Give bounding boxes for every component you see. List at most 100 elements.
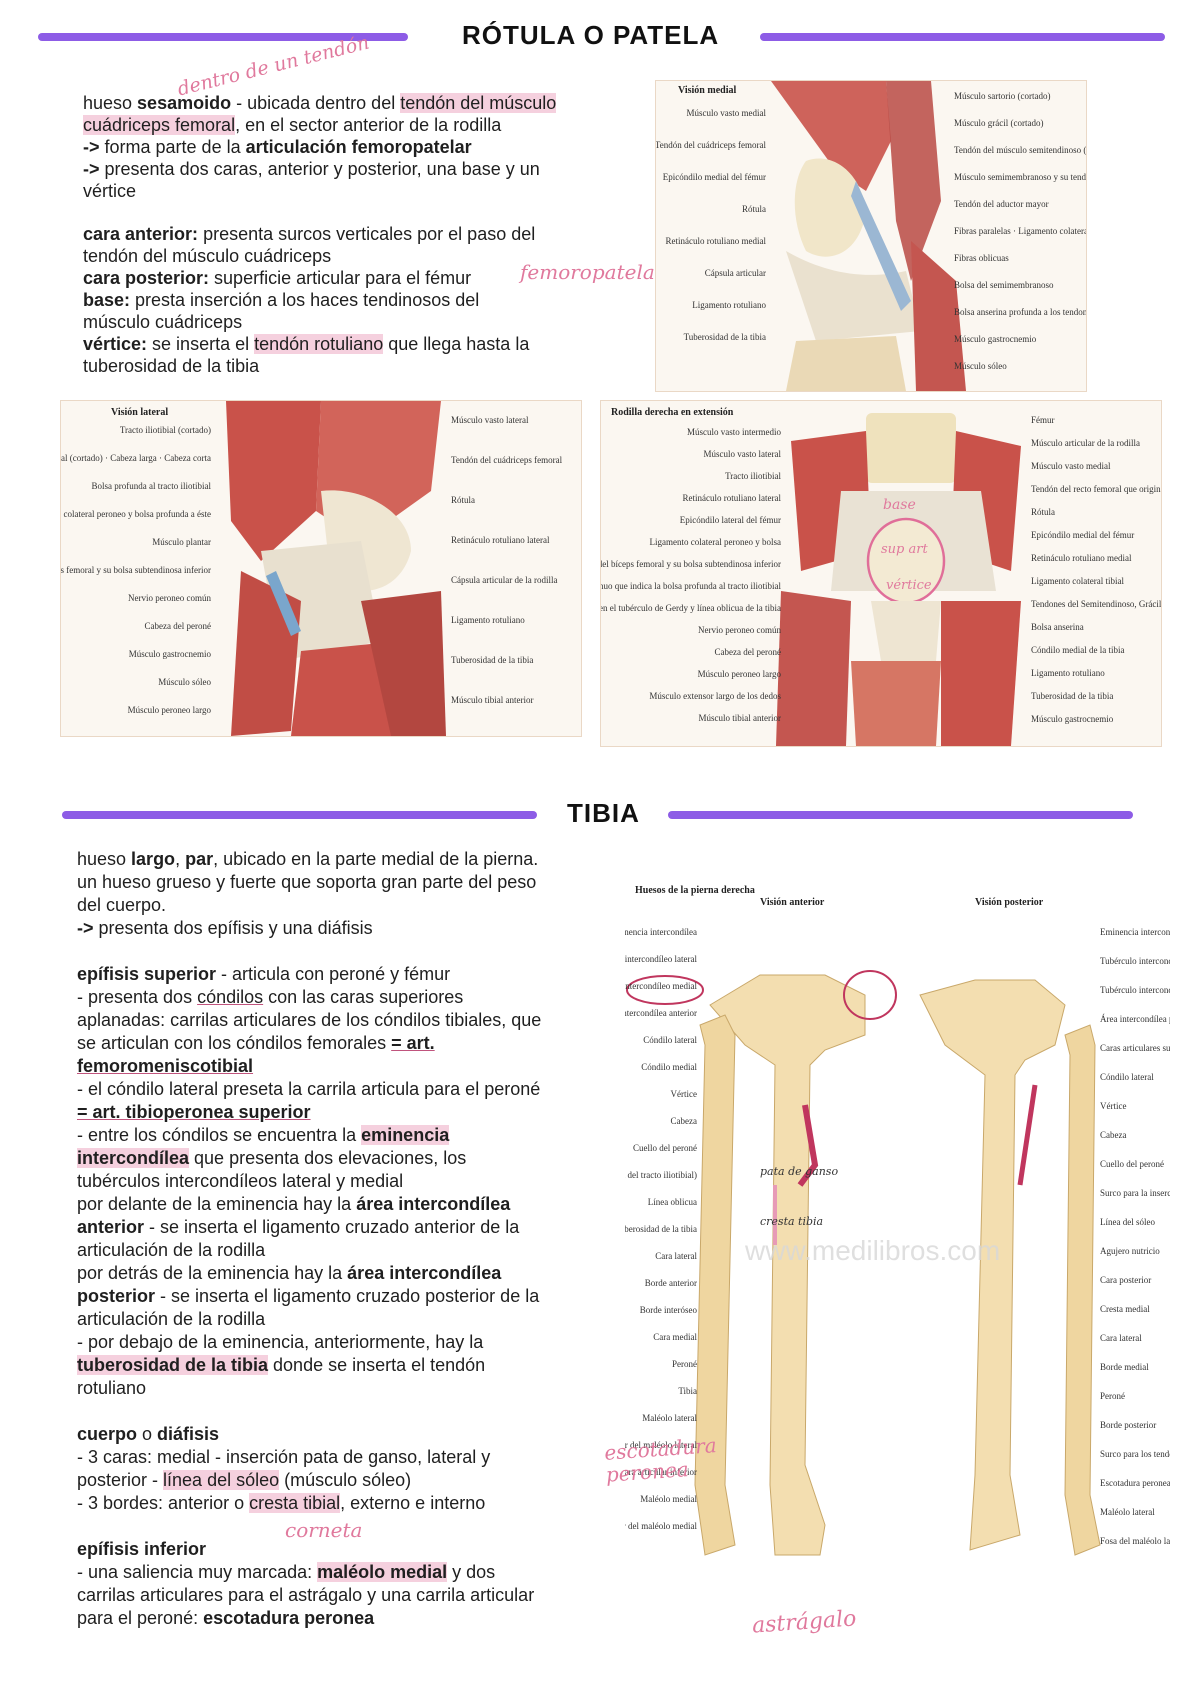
- figure-label: Ligamento colateral tibial: [1031, 576, 1124, 586]
- text-run: músculo cuádriceps: [83, 312, 243, 332]
- text-run: vértice: [83, 181, 137, 201]
- figure-label: Tendón del aductor mayor: [954, 199, 1049, 209]
- text-line: hueso sesamoido - ubicada dentro del ten…: [83, 92, 643, 114]
- figure-label: Línea del sóleo: [1100, 1217, 1155, 1227]
- figure-label: Tendón del bíceps femoral y su bolsa sub…: [601, 559, 781, 569]
- figure-label: Músculo sóleo: [158, 677, 211, 687]
- figure-label: Epicóndilo lateral del fémur: [680, 515, 781, 525]
- figure-label: Cuello del peroné: [1100, 1159, 1164, 1169]
- text-run: - una saliencia muy marcada:: [77, 1562, 318, 1582]
- text-run: tubérculos intercondíleos lateral y medi…: [77, 1171, 404, 1191]
- text-run: cara posterior:: [83, 268, 210, 288]
- text-line: - el cóndilo lateral preseta la carrila …: [77, 1078, 617, 1101]
- text-line: vértice: [83, 180, 643, 202]
- text-run: tendón del músculo: [400, 93, 557, 113]
- figure-label: Bolsa del semimembranoso: [954, 280, 1054, 290]
- figure-label: Cóndilo lateral: [643, 1035, 697, 1045]
- lateral-left-labels: Tracto iliotibial (cortado)Músculo bícep…: [61, 425, 211, 715]
- figure-label: Músculo gastrocnemio: [1031, 714, 1114, 724]
- text-run: aplanadas: carrilas articulares de los c…: [77, 1010, 542, 1030]
- figure-label: Fibras paralelas · Ligamento colateral t…: [954, 226, 1086, 236]
- text-run: anterior: [77, 1217, 145, 1237]
- figure-label: Epicóndilo medial del fémur: [1031, 530, 1134, 540]
- text-run: que presenta dos elevaciones, los: [189, 1148, 467, 1168]
- text-line: anterior - se inserta el ligamento cruza…: [77, 1216, 617, 1239]
- text-run: un hueso grueso y fuerte que soporta gra…: [77, 872, 537, 892]
- text-run: tuberosidad de la tibia: [77, 1355, 269, 1375]
- figure-label: Músculo semimembranoso y su tendón: [954, 172, 1086, 182]
- circle-area-anterior: [626, 975, 704, 1005]
- figure-label: Tubérculo intercondíleo medial: [625, 981, 697, 991]
- text-line: [83, 202, 643, 223]
- figure-label: Fosa del maléolo lateral: [1100, 1536, 1170, 1546]
- annotation-escotadura-peronea: escotadura peronea: [603, 1433, 718, 1487]
- figure-label: Rótula: [451, 495, 475, 505]
- text-line: intercondílea que presenta dos elevacion…: [77, 1147, 617, 1170]
- text-line: posterior - se inserta el ligamento cruz…: [77, 1285, 617, 1308]
- text-run: por detrás de la eminencia hay la: [77, 1263, 348, 1283]
- figure-label: Nervio peroneo común: [698, 625, 781, 635]
- fibula-posterior: [1064, 1024, 1101, 1556]
- knee-extension-illustration: Rodilla derecha en extensión Músculo vas…: [601, 407, 1161, 746]
- text-run: forma parte de la: [104, 137, 246, 157]
- figure-label: Retináculo rotuliano lateral: [451, 535, 550, 545]
- text-run: epífisis superior: [77, 964, 217, 984]
- text-run: posterior -: [77, 1470, 164, 1490]
- figure-label: Área intercondílea posterior: [1100, 1014, 1170, 1024]
- text-line: - 3 bordes: anterior o cresta tibial, ex…: [77, 1492, 617, 1515]
- figure-label: Surco para la inserción del tendón del s…: [1100, 1188, 1170, 1198]
- text-line: vértice: se inserta el tendón rotuliano …: [83, 333, 643, 355]
- annotation-femoropatelar: femoropatelar: [520, 260, 665, 284]
- text-line: cara posterior: superficie articular par…: [83, 267, 643, 289]
- text-run: presta inserción a los haces tendinosos …: [130, 290, 480, 310]
- text-run: o: [137, 1424, 158, 1444]
- header-bar-right: [760, 33, 1165, 41]
- figure-label: Músculo gastrocnemio: [129, 649, 212, 659]
- text-line: tubérculos intercondíleos lateral y medi…: [77, 1170, 617, 1193]
- text-run: , en el sector anterior de la rodilla: [235, 115, 502, 135]
- text-run: ,: [175, 849, 186, 869]
- fig-title-extension: Rodilla derecha en extensión: [611, 407, 734, 418]
- annotation-dentro-tendon: dentro de un tendón: [175, 31, 372, 101]
- text-line: tendón del músculo cuádriceps: [83, 245, 643, 267]
- text-run: ->: [77, 918, 99, 938]
- fig-title-medial: Visión medial: [678, 85, 736, 96]
- text-run: se articulan con los cóndilos femorales: [77, 1033, 392, 1053]
- figure-label: Cabeza del peroné: [715, 647, 781, 657]
- figure-label: Rótula: [742, 204, 766, 214]
- text-line: para el peroné: escotadura peronea: [77, 1607, 617, 1630]
- text-run: , externo e interno: [340, 1493, 486, 1513]
- figure-label: Peroné: [1100, 1391, 1125, 1401]
- text-line: [77, 1400, 617, 1423]
- figure-label: Tubérculo intercondíleo lateral: [625, 954, 697, 964]
- figure-label: Nervio peroneo común: [128, 593, 211, 603]
- figure-label: Tendón del músculo semitendinoso (cortad…: [954, 145, 1086, 155]
- figure-label: Tuberosidad de la tibia: [1031, 691, 1113, 701]
- text-run: - presenta dos: [77, 987, 198, 1007]
- text-run: = art. tibioperonea superior: [77, 1102, 311, 1122]
- figure-label: Tuberosidad de la tibia: [451, 655, 533, 665]
- text-run: - por debajo de la eminencia, anteriorme…: [77, 1332, 484, 1352]
- figure-label: Cóndilo medial: [641, 1062, 697, 1072]
- circle-area-posterior: [843, 970, 897, 1020]
- text-run: epífisis inferior: [77, 1539, 207, 1559]
- text-run: donde se inserta el tendón: [268, 1355, 486, 1375]
- text-run: - el cóndilo lateral preseta la carrila …: [77, 1079, 541, 1099]
- figure-label: Maléolo lateral: [642, 1413, 697, 1423]
- figure-label: Retináculo rotuliano lateral: [683, 493, 782, 503]
- text-run: área intercondílea: [356, 1194, 511, 1214]
- text-line: femoromeniscotibial: [77, 1055, 617, 1078]
- text-run: cresta tibial: [249, 1493, 341, 1513]
- text-line: articulación de la rodilla: [77, 1308, 617, 1331]
- text-line: rotuliano: [77, 1377, 617, 1400]
- fig-title-bones: Huesos de la pierna derecha: [635, 885, 755, 896]
- text-run: articulación de la rodilla: [77, 1309, 266, 1329]
- text-run: rotuliano: [77, 1378, 147, 1398]
- header-bar-left-2: [62, 811, 537, 819]
- figure-label: Músculo plantar: [152, 537, 211, 547]
- figure-label: Músculo vasto intermedio: [687, 427, 781, 437]
- figure-label: Maléolo lateral: [1100, 1507, 1155, 1517]
- figure-label: Cabeza del peroné: [145, 621, 211, 631]
